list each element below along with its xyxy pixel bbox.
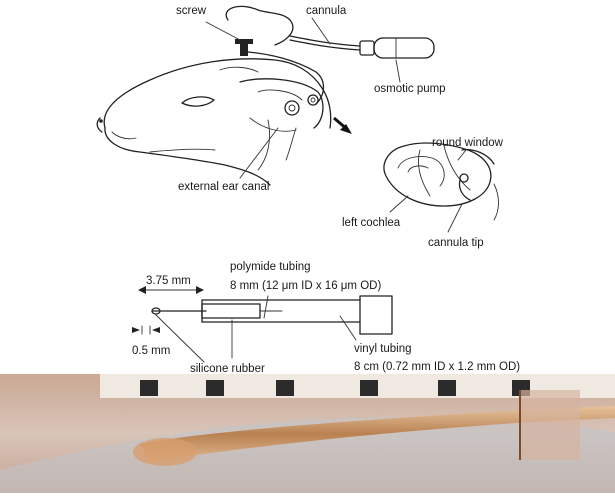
cannula-schematic	[132, 286, 392, 362]
label-cannula-tip: cannula tip	[428, 237, 484, 249]
label-silicone: silicone rubber	[190, 363, 265, 375]
label-screw: screw	[176, 5, 207, 17]
cochlea-drawing	[384, 143, 498, 232]
label-vinyl-line2: 8 cm (0.72 mm ID x 1.2 mm OD)	[354, 361, 520, 373]
label-gap: 0.5 mm	[132, 345, 170, 357]
label-vinyl-line1: vinyl tubing	[354, 343, 412, 355]
cannula-photo	[0, 374, 615, 493]
label-round-window: round window	[432, 137, 504, 149]
label-osmotic-pump: osmotic pump	[374, 83, 446, 95]
label-polymide-line2: 8 mm (12 μm ID x 16 μm OD)	[230, 280, 381, 292]
label-left-cochlea: left cochlea	[342, 217, 401, 229]
label-length-left: 3.75 mm	[146, 275, 191, 287]
rat-head-drawing	[97, 6, 434, 185]
label-polymide-line1: polymide tubing	[230, 261, 311, 273]
label-external-ear-canal: external ear canal	[178, 181, 269, 193]
label-cannula: cannula	[306, 5, 347, 17]
